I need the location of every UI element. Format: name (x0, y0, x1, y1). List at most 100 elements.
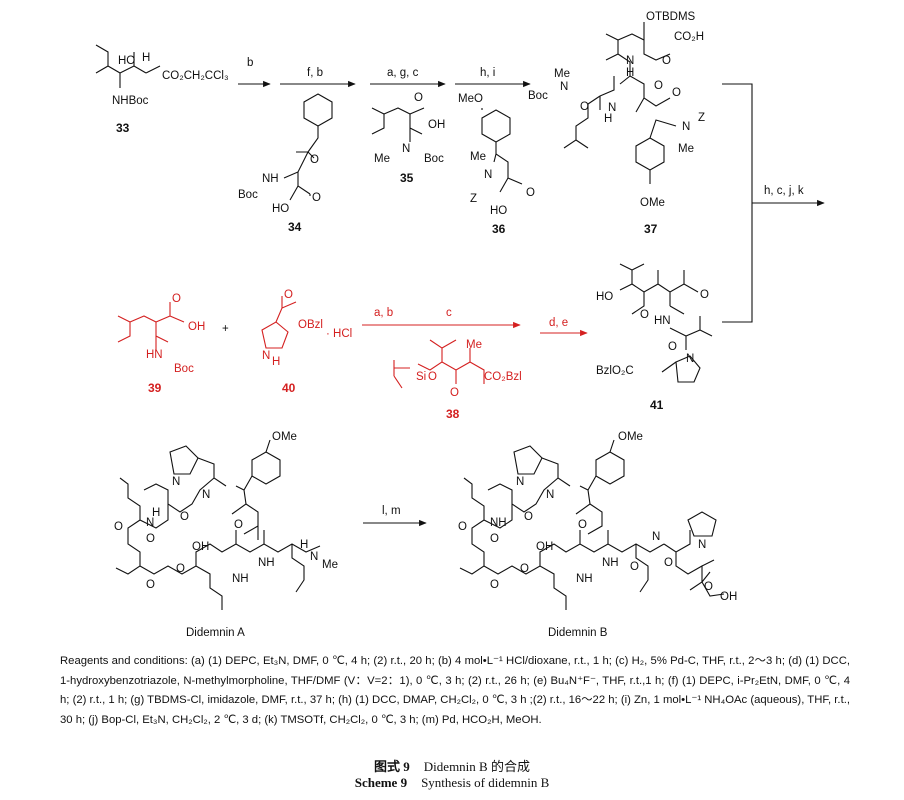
caption-chinese-label: 图式 9 (374, 759, 410, 774)
compound-33: HO H CO₂CH₂CCl₃ NHBoc 33 (95, 44, 229, 135)
svg-text:OH: OH (720, 591, 737, 603)
compound-35: OH O N Me Boc 35 (371, 92, 445, 185)
svg-text:N: N (262, 350, 270, 362)
svg-text:d, e: d, e (549, 317, 568, 329)
didemnin-b-structure: OMe N N O O NH O O OH O O NH NH N O O N … (458, 431, 737, 639)
svg-text:O: O (664, 557, 673, 569)
svg-text:O: O (700, 289, 709, 301)
svg-text:HO: HO (490, 205, 507, 217)
svg-text:H: H (604, 113, 612, 125)
svg-text:l, m: l, m (382, 505, 401, 517)
svg-text:Boc: Boc (424, 153, 444, 165)
svg-text:H: H (272, 356, 280, 368)
svg-text:f, b: f, b (307, 67, 323, 79)
svg-text:NHBoc: NHBoc (112, 95, 149, 107)
caption-chinese-text: Didemnin B 的合成 (423, 759, 530, 774)
svg-text:N: N (484, 169, 492, 181)
caption-english-label: Scheme 9 (354, 775, 408, 790)
svg-text:O: O (524, 511, 533, 523)
svg-text:NH: NH (602, 557, 619, 569)
svg-text:Z: Z (470, 193, 477, 205)
svg-text:N: N (402, 143, 410, 155)
svg-text:O: O (490, 579, 499, 591)
compound-36-number: 36 (492, 222, 506, 236)
svg-text:N: N (546, 489, 554, 501)
caption-chinese: 图式 9 Didemnin B 的合成 (0, 756, 904, 775)
compound-34-number: 34 (288, 220, 302, 234)
svg-text:OMe: OMe (618, 431, 643, 443)
svg-text:O: O (662, 55, 671, 67)
svg-text:HO: HO (272, 203, 289, 215)
arrow-step-a-g-c: a, g, c (370, 67, 446, 88)
svg-text:O: O (180, 511, 189, 523)
compound-36: MeO Me N Z O HO 36 (458, 93, 535, 236)
svg-text:OH: OH (188, 321, 205, 333)
didemnin-a-label: Didemnin A (186, 627, 245, 639)
didemnin-a-structure: OMe N N O O H N O O OH O O NH NH H N Me … (114, 431, 338, 639)
svg-text:NH: NH (490, 517, 507, 529)
compound-40: O OBzl · HCl N H 40 (261, 289, 352, 395)
svg-text:N: N (516, 476, 524, 488)
svg-text:Me: Me (554, 68, 570, 80)
svg-text:O: O (526, 187, 535, 199)
svg-text:NH: NH (262, 173, 279, 185)
arrow-step-b: b (238, 57, 271, 88)
svg-text:NH: NH (258, 557, 275, 569)
svg-text:Me: Me (470, 151, 486, 163)
didemnin-b-label: Didemnin B (548, 627, 608, 639)
caption-english-text: Synthesis of didemnin B (421, 775, 550, 790)
svg-text:Me: Me (322, 559, 338, 571)
svg-text:O: O (580, 101, 589, 113)
svg-text:OH: OH (428, 119, 445, 131)
compound-39: OH O HN Boc 39 (117, 293, 205, 395)
svg-text:O: O (234, 519, 243, 531)
svg-text:OH: OH (536, 541, 553, 553)
compound-33-number: 33 (116, 121, 130, 135)
svg-text:Boc: Boc (174, 363, 194, 375)
svg-text:H: H (626, 67, 634, 79)
svg-text:H: H (152, 507, 160, 519)
svg-text:CO₂Bzl: CO₂Bzl (484, 371, 522, 383)
svg-text:O: O (114, 521, 123, 533)
svg-text:O: O (668, 341, 677, 353)
svg-text:OTBDMS: OTBDMS (646, 11, 696, 23)
svg-text:N: N (698, 539, 706, 551)
svg-text:O: O (146, 533, 155, 545)
svg-text:O: O (520, 563, 529, 575)
svg-text:N: N (626, 55, 634, 67)
compound-37: OTBDMS CO₂H O N H Me N Boc O N H O O N Z… (528, 11, 705, 236)
svg-text:O: O (578, 519, 587, 531)
compound-38: Si O O Me CO₂Bzl 38 (393, 339, 522, 421)
svg-text:O: O (176, 563, 185, 575)
svg-text:N: N (146, 517, 154, 529)
svg-text:OBzl: OBzl (298, 319, 323, 331)
svg-text:OMe: OMe (272, 431, 297, 443)
synthesis-scheme: HO H CO₂CH₂CCl₃ NHBoc 33 b f, b O NH Boc… (95, 11, 825, 639)
svg-text:Me: Me (466, 339, 482, 351)
svg-text:h, i: h, i (480, 67, 495, 79)
svg-text:CO₂CH₂CCl₃: CO₂CH₂CCl₃ (162, 70, 229, 82)
arrow-step-a-b-c: a, b c (362, 307, 521, 329)
svg-text:N: N (608, 102, 616, 114)
compound-40-number: 40 (282, 381, 296, 395)
svg-text:O: O (310, 154, 319, 166)
svg-text:OH: OH (192, 541, 209, 553)
svg-text:O: O (458, 521, 467, 533)
reagents-and-conditions: Reagents and conditions: (a) (1) DEPC, E… (60, 655, 850, 726)
compound-41: HO O O HN N O BzlO₂C 41 (596, 263, 713, 412)
svg-text:O: O (490, 533, 499, 545)
svg-text:Me: Me (374, 153, 390, 165)
svg-text:HO: HO (596, 291, 613, 303)
arrow-step-l-m: l, m (363, 505, 427, 527)
svg-text:O: O (450, 387, 459, 399)
compound-41-number: 41 (650, 398, 664, 412)
svg-text:Me: Me (678, 143, 694, 155)
svg-text:CO₂H: CO₂H (674, 31, 704, 43)
svg-text:b: b (247, 57, 253, 69)
svg-text:N: N (652, 531, 660, 543)
svg-text:c: c (446, 307, 452, 319)
svg-text:a, g, c: a, g, c (387, 67, 419, 79)
arrow-step-h-c-j-k: h, c, j, k (722, 83, 825, 323)
svg-text:HN: HN (654, 315, 671, 327)
svg-text:NH: NH (576, 573, 593, 585)
